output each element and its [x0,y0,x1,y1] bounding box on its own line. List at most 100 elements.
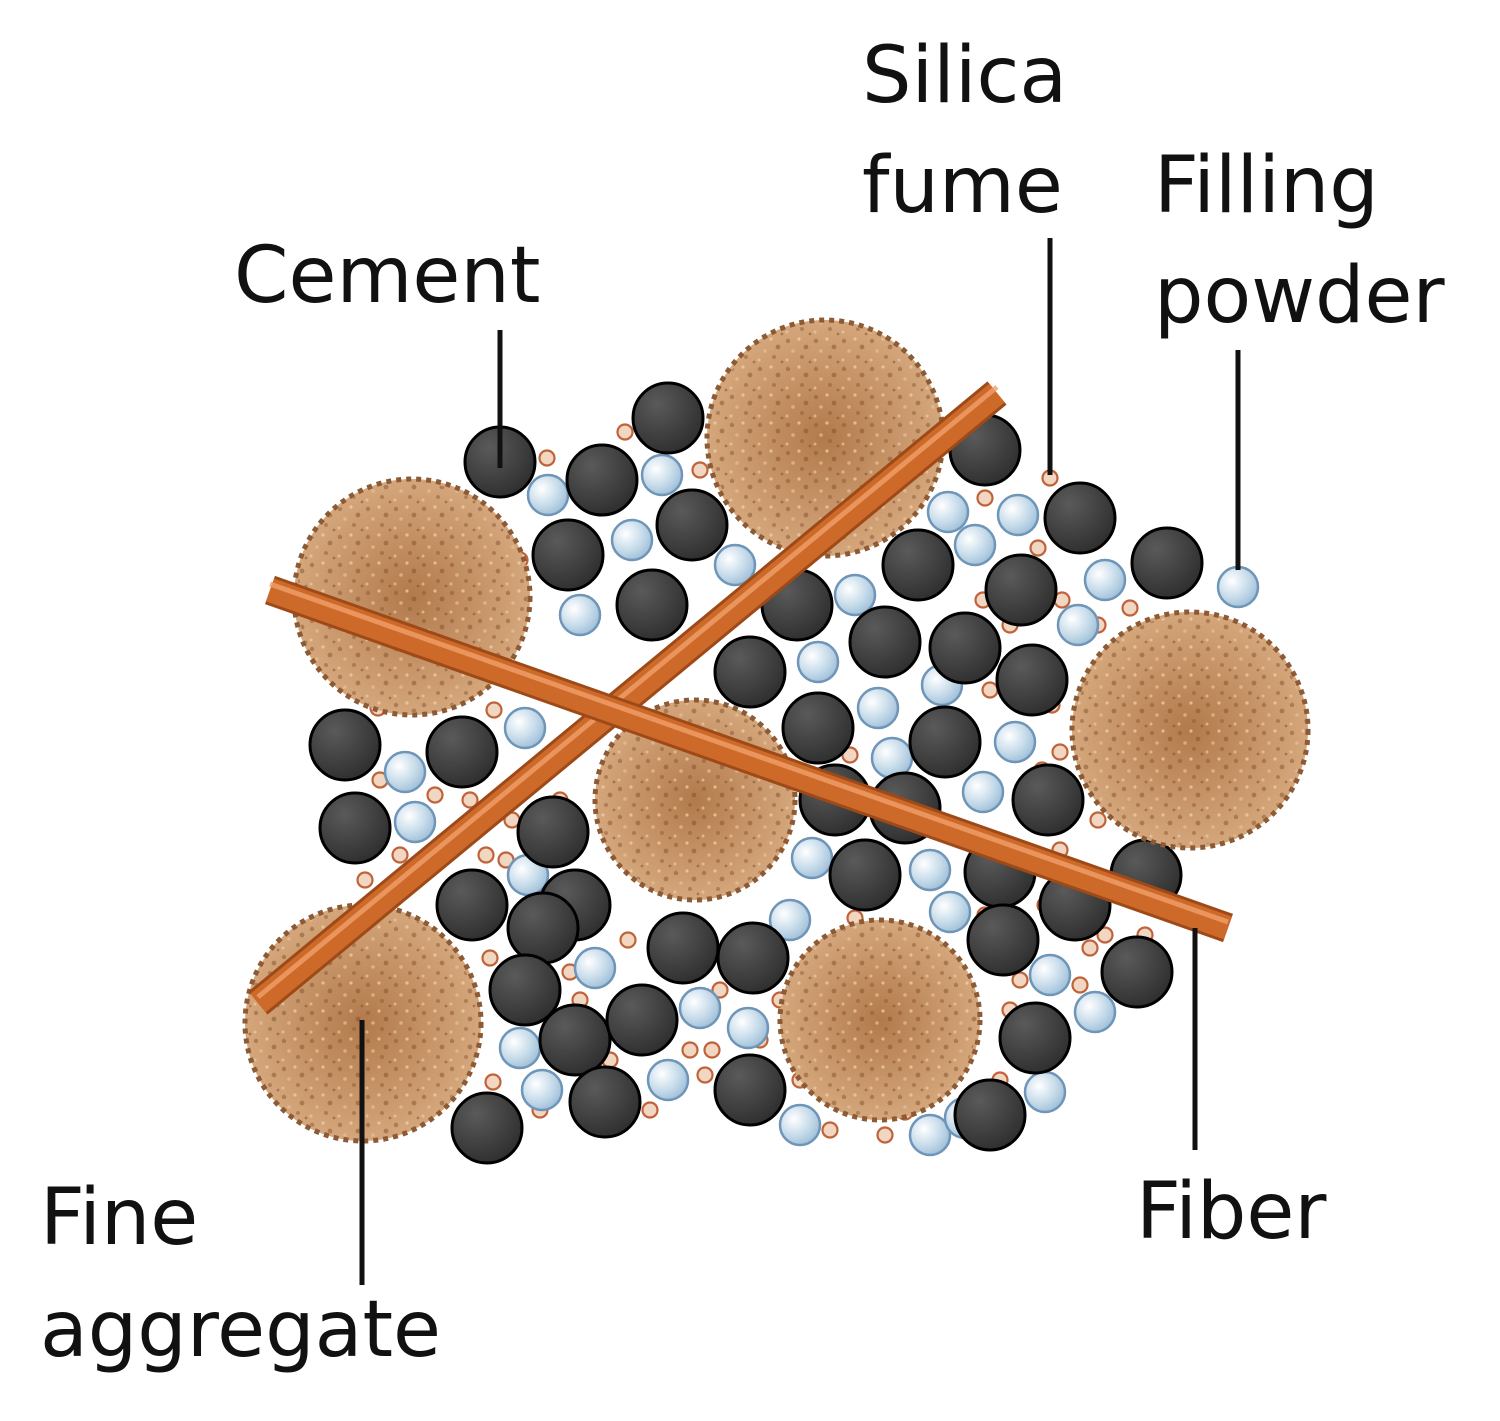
cement-particle [318,791,392,865]
filling-powder-particle [833,573,877,617]
cement-particle [998,1001,1072,1075]
cement-particle [646,911,720,985]
filling-powder-particle [1056,603,1100,647]
filling-powder-particle [856,686,900,730]
filling-powder-particle [926,490,970,534]
silica-fume-particle [976,489,994,507]
fine-aggregate-label-line2: aggregate [40,1285,441,1375]
filling-powder-particle [678,986,722,1030]
filling-powder-particles [383,453,1260,1157]
filling-powder-label-line2: powder [1154,251,1446,341]
cement-particle [1100,935,1174,1009]
filling-powder-particle [520,1068,564,1112]
silica-fume-particle [538,449,556,467]
cement-particle [953,1078,1027,1152]
silica-fume-particle [641,1101,659,1119]
fine-aggregate-texture [783,923,977,1117]
filling-powder-particle [1028,953,1072,997]
cement-particle [488,953,562,1027]
cement-particle [1043,481,1117,555]
filling-powder-particle [908,848,952,892]
silica-fume-particle [616,423,634,441]
silica-fume-particle [821,1121,839,1139]
fine-aggregate-texture [1075,615,1305,845]
cement-particle [506,891,580,965]
silica-fume-particle [1089,811,1107,829]
silica-fume-particle [1121,599,1139,617]
cement-particle [781,691,855,765]
silica-fume-particle [703,1041,721,1059]
silica-fume-particle [1096,926,1114,944]
cement-particle [908,705,982,779]
silica-fume-particle [1011,971,1029,989]
cement-particle [631,381,705,455]
filling-powder-particle [1023,1070,1067,1114]
cement-particle [995,643,1069,717]
silica-fume-particle [481,949,499,967]
filling-powder-particle [393,800,437,844]
silica-fume-particle [1029,539,1047,557]
filling-powder-particle [383,750,427,794]
fiber-rod-descending-body [266,578,1232,940]
cement-particle [966,903,1040,977]
silica-fume-particle [876,1126,894,1144]
cement-particle [425,715,499,789]
cement-particle [984,553,1058,627]
silica-fume-particle [1051,743,1069,761]
fiber-rod-ascending-body [250,383,1005,1013]
silica-fume-particle [619,931,637,949]
cement-particle [655,488,729,562]
cement-particle [848,605,922,679]
silica-fume-particle [681,1041,699,1059]
filling-powder-particle [790,836,834,880]
cement-particle [565,443,639,517]
filling-powder-particle [726,1006,770,1050]
filling-powder-particle [1216,565,1260,609]
filling-powder-particle [778,1103,822,1147]
cement-particle [1011,763,1085,837]
cement-particle [605,983,679,1057]
cement-particle [716,921,790,995]
silica-fume-label-line1: Silica [862,31,1067,121]
filling-powder-particle [498,1026,542,1070]
filling-powder-particle [908,1113,952,1157]
silica-fume-particle [711,981,729,999]
filling-powder-particle [953,523,997,567]
silica-fume-label-line2: fume [862,141,1063,231]
cement-label: Cement [234,231,540,321]
cement-particles [308,381,1204,1165]
filling-powder-particle [713,543,757,587]
filling-powder-particle [610,518,654,562]
fine-aggregate-label-line1: Fine [40,1173,198,1263]
filling-powder-particle [996,493,1040,537]
cement-particle [516,795,590,869]
filling-powder-particle [646,1058,690,1102]
filling-powder-particle [993,720,1037,764]
silica-fume-particle [426,786,444,804]
cement-particle [538,1003,612,1077]
filling-powder-particle [1073,990,1117,1034]
silica-fume-particle [391,846,409,864]
cement-particle [568,1065,642,1139]
silica-fume-particle [981,681,999,699]
filling-powder-particle [526,473,570,517]
fine-aggregate-particles [242,317,1311,1144]
fiber-rod-ascending-highlight [256,385,999,999]
silica-fume-particle [477,846,495,864]
silica-fume-particle [484,1073,502,1091]
silica-fume-particle [1071,976,1089,994]
filling-powder-particle [796,640,840,684]
cement-particle [881,528,955,602]
cement-particle [450,1091,524,1165]
cement-particle [713,635,787,709]
cement-particle [531,518,605,592]
filling-powder-particle [503,706,547,750]
fiber-rods [248,381,1233,1015]
fiber-label: Fiber [1136,1167,1327,1257]
silica-fume-particle [485,701,503,719]
cement-particle [435,868,509,942]
cement-particle [828,838,902,912]
cement-particle [713,1053,787,1127]
filling-powder-particle [573,946,617,990]
